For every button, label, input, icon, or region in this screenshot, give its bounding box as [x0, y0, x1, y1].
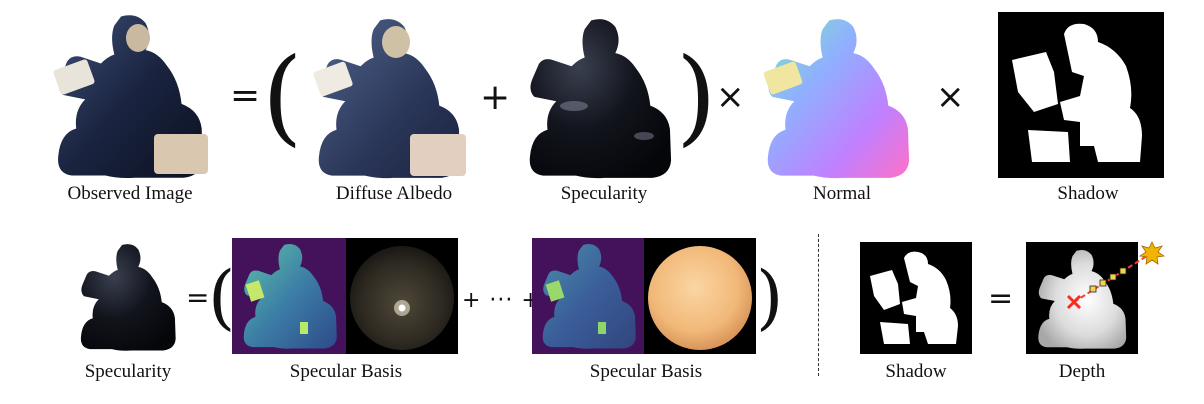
shadow-label: Shadow	[1057, 183, 1119, 204]
shadow-small-image	[860, 242, 972, 354]
specular-basis-1-sphere	[346, 238, 458, 354]
plus-operator: +	[480, 77, 511, 118]
close-parenthesis-bottom: )	[756, 256, 784, 338]
specular-basis-2-sphere	[644, 238, 756, 354]
x-marker-icon	[1066, 294, 1082, 310]
sun-icon	[1138, 241, 1166, 265]
depth-label: Depth	[1058, 361, 1106, 382]
equals-operator: =	[230, 75, 261, 116]
observed-image	[53, 15, 208, 179]
specularity-image	[529, 19, 672, 179]
normal-map-image	[763, 19, 910, 179]
normal-label: Normal	[812, 183, 872, 204]
equals-operator-bottom: =	[186, 281, 210, 314]
open-parenthesis-bottom: (	[208, 256, 236, 338]
sample-marker-icon	[1089, 267, 1127, 293]
specularity-small-image	[80, 244, 176, 351]
section-divider	[818, 234, 819, 376]
specular-basis-2-map	[532, 238, 644, 354]
equals-operator-bottom-2: =	[988, 281, 1014, 316]
plus-ellipsis-operator: + ··· +	[462, 288, 541, 313]
close-parenthesis: )	[676, 35, 717, 157]
shadow-map-image	[998, 12, 1164, 178]
specular-basis-1-map	[232, 238, 346, 354]
specularity-small-label: Specularity	[84, 361, 172, 382]
shadow-small-label: Shadow	[885, 361, 947, 382]
specularity-label: Specularity	[560, 183, 648, 204]
shadow-ray-overlay	[1066, 241, 1166, 310]
times-operator: ×	[716, 77, 745, 117]
specular-basis-1-label: Specular Basis	[289, 361, 403, 382]
open-parenthesis: (	[262, 35, 303, 157]
diffuse-albedo-label: Diffuse Albedo	[335, 183, 453, 204]
diffuse-albedo-image	[313, 19, 466, 179]
observed-image-label: Observed Image	[67, 183, 193, 204]
times-operator: ×	[936, 77, 965, 117]
specular-basis-2-label: Specular Basis	[589, 361, 703, 382]
